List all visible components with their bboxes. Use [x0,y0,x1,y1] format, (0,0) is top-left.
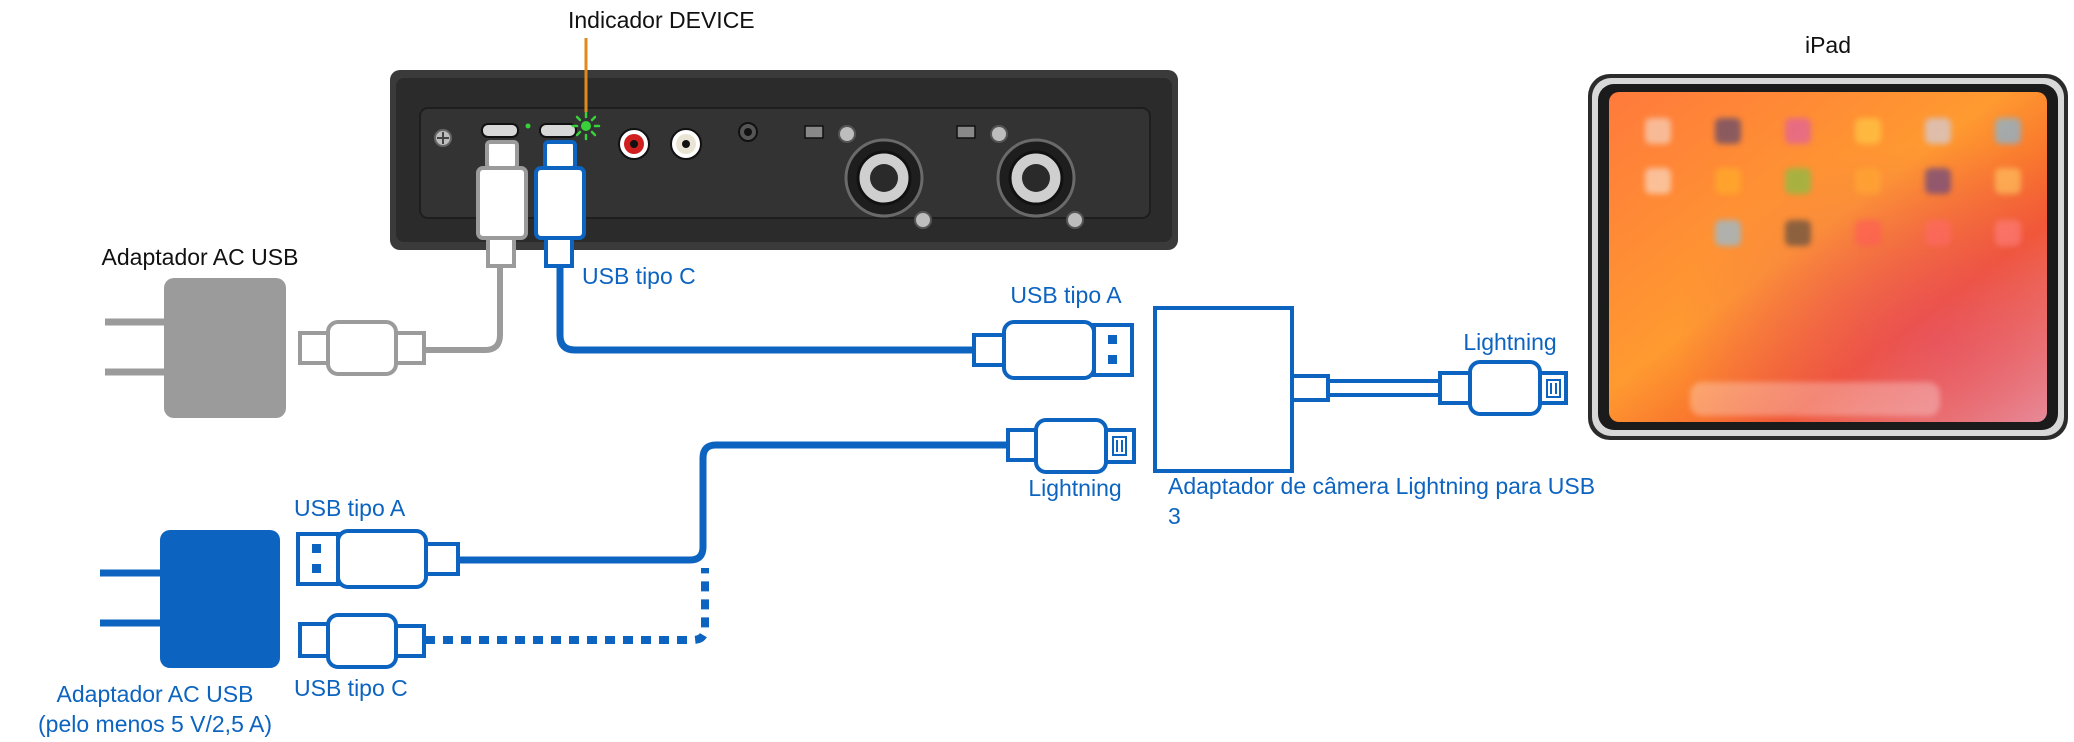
usb-a-plug-icon [972,320,1134,380]
lightning-plug-icon [1438,360,1568,416]
camera-adapter-label-line2: 3 [1168,503,1181,529]
lightning-adapter-label: Lightning [1028,475,1121,501]
camera-adapter-label-line1: Adaptador de câmera Lightning para USB [1168,473,1595,499]
blue-usb-cable-device [534,140,975,354]
usb-c-plug-icon [298,613,426,669]
gray-power-cable [298,140,528,376]
audio-interface-device-icon [390,70,1178,250]
device-indicator-label: Indicador DEVICE [568,7,755,33]
ac-adapter-bottom-label-line2: (pelo menos 5 V/2,5 A) [38,711,272,737]
usb-type-c-bottom-label: USB tipo C [294,675,408,701]
lightning-plug-icon [1006,418,1136,474]
usb-type-a-bottom-label: USB tipo A [294,495,406,521]
ac-adapter-bottom-label-line1: Adaptador AC USB [57,681,254,707]
usb-type-c-device-label: USB tipo C [582,263,696,289]
lightning-ipad-label: Lightning [1463,329,1556,355]
ac-adapter-icon [100,530,280,668]
usb-type-a-adapter-label: USB tipo A [1010,282,1122,308]
ac-adapter-icon [105,278,286,418]
blue-power-cable-usb-a [455,441,1010,564]
ipad-icon [1588,74,2068,440]
camera-adapter-icon [1153,306,1568,473]
ac-adapter-top-label: Adaptador AC USB [102,244,299,270]
usb-a-plug-icon [296,529,460,589]
blue-power-cable-usb-c-dotted [425,568,709,644]
device-indicator-led [571,38,601,141]
ipad-label: iPad [1805,32,1851,58]
